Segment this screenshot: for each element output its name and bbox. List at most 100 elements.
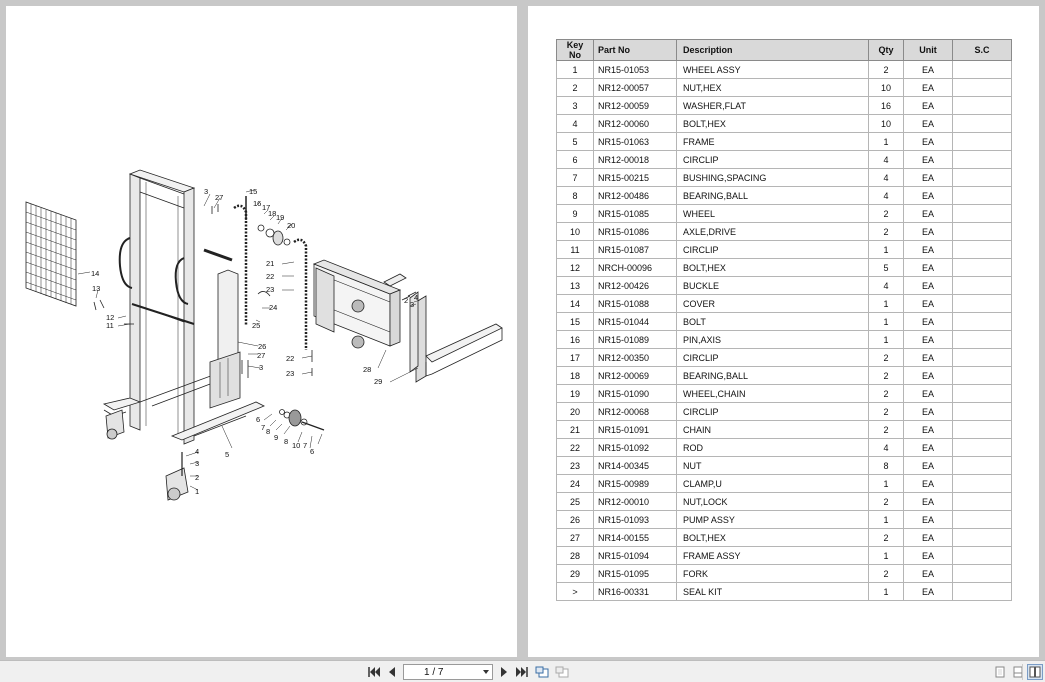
hydraulic-pump <box>203 248 241 409</box>
fit-icon[interactable] <box>554 664 570 680</box>
caster-wheel-assy <box>165 452 189 501</box>
cell-description: SEAL KIT <box>676 582 869 601</box>
cell-sc <box>952 186 1012 205</box>
single-page-icon[interactable] <box>992 664 1008 680</box>
cell-description: PIN,AXIS <box>676 330 869 349</box>
cell-description: PUMP ASSY <box>676 510 869 529</box>
cell-key-no: 1 <box>556 60 594 79</box>
cell-description: FRAME <box>676 132 869 151</box>
cell-description: WHEEL ASSY <box>676 60 869 79</box>
cell-key-no: 14 <box>556 294 594 313</box>
callout-27b: 27 <box>257 351 265 360</box>
cell-unit: EA <box>903 384 953 403</box>
cell-sc <box>952 546 1012 565</box>
page-number-select[interactable]: 1 / 7 <box>403 664 493 680</box>
cell-description: CIRCLIP <box>676 402 869 421</box>
cell-qty: 10 <box>868 78 904 97</box>
cell-part-no: NR15-00989 <box>593 474 677 493</box>
diagram-page: 14 13 12 11 3 27 15 16 17 18 19 20 21 22… <box>6 6 517 657</box>
base-legs <box>102 373 265 441</box>
document-viewer[interactable]: 14 13 12 11 3 27 15 16 17 18 19 20 21 22… <box>0 0 1045 660</box>
callout-1: 1 <box>195 487 199 496</box>
cell-part-no: NRCH-00096 <box>593 258 677 277</box>
callout-4a: 4 <box>414 293 418 302</box>
cell-unit: EA <box>903 456 953 475</box>
cell-key-no: 22 <box>556 438 594 457</box>
callout-7a: 7 <box>261 423 265 432</box>
callout-3b: 3 <box>259 363 263 372</box>
callout-3a: 3 <box>204 187 208 196</box>
cell-description: BOLT,HEX <box>676 528 869 547</box>
cell-sc <box>952 114 1012 133</box>
cell-key-no: 9 <box>556 204 594 223</box>
cell-part-no: NR12-00057 <box>593 78 677 97</box>
callout-28: 28 <box>363 365 371 374</box>
callout-12: 12 <box>106 313 114 322</box>
cell-description: NUT,LOCK <box>676 492 869 511</box>
cell-unit: EA <box>903 330 953 349</box>
cell-unit: EA <box>903 348 953 367</box>
cell-key-no: 17 <box>556 348 594 367</box>
cell-qty: 4 <box>868 168 904 187</box>
cell-unit: EA <box>903 492 953 511</box>
cell-unit: EA <box>903 240 953 259</box>
callout-9: 9 <box>274 433 278 442</box>
grid-page-icon[interactable] <box>1027 664 1043 680</box>
cell-key-no: 21 <box>556 420 594 439</box>
cell-part-no: NR15-01044 <box>593 312 677 331</box>
cell-sc <box>952 348 1012 367</box>
callout-8b: 8 <box>284 437 288 446</box>
cell-unit: EA <box>903 60 953 79</box>
callout-13: 13 <box>92 284 100 293</box>
cell-qty: 2 <box>868 204 904 223</box>
callout-19: 19 <box>276 213 284 222</box>
callout-10: 10 <box>292 441 300 450</box>
mast-frame <box>118 169 196 445</box>
prev-page-icon[interactable] <box>384 664 400 680</box>
cell-part-no: NR15-01092 <box>593 438 677 457</box>
cell-qty: 1 <box>868 132 904 151</box>
two-page-icon[interactable] <box>1010 664 1026 680</box>
callout-22b: 22 <box>286 354 294 363</box>
cell-sc <box>952 240 1012 259</box>
cell-qty: 4 <box>868 438 904 457</box>
cell-key-no: 16 <box>556 330 594 349</box>
next-page-icon[interactable] <box>496 664 512 680</box>
cell-sc <box>952 276 1012 295</box>
cell-part-no: NR15-01085 <box>593 204 677 223</box>
rear-wheel <box>105 409 125 440</box>
cell-sc <box>952 402 1012 421</box>
cell-sc <box>952 222 1012 241</box>
cell-key-no: 7 <box>556 168 594 187</box>
first-page-icon[interactable] <box>366 664 382 680</box>
cell-description: BOLT,HEX <box>676 258 869 277</box>
cell-sc <box>952 330 1012 349</box>
rotate-icon[interactable] <box>534 664 550 680</box>
callout-23b: 23 <box>286 369 294 378</box>
callout-labels: 14 13 12 11 3 27 15 16 17 18 19 20 21 22… <box>91 187 418 496</box>
callout-8a: 8 <box>266 427 270 436</box>
cell-part-no: NR15-01091 <box>593 420 677 439</box>
cell-part-no: NR15-00215 <box>593 168 677 187</box>
cell-unit: EA <box>903 564 953 583</box>
cell-part-no: NR15-01087 <box>593 240 677 259</box>
cell-sc <box>952 582 1012 601</box>
cell-qty: 2 <box>868 60 904 79</box>
cell-unit: EA <box>903 366 953 385</box>
cell-description: CIRCLIP <box>676 348 869 367</box>
cell-description: WHEEL,CHAIN <box>676 384 869 403</box>
cell-sc <box>952 294 1012 313</box>
last-page-icon[interactable] <box>514 664 530 680</box>
cell-sc <box>952 510 1012 529</box>
callout-5: 5 <box>225 450 229 459</box>
cell-unit: EA <box>903 276 953 295</box>
cell-qty: 1 <box>868 240 904 259</box>
cell-description: ROD <box>676 438 869 457</box>
cell-part-no: NR15-01063 <box>593 132 677 151</box>
cell-sc <box>952 258 1012 277</box>
